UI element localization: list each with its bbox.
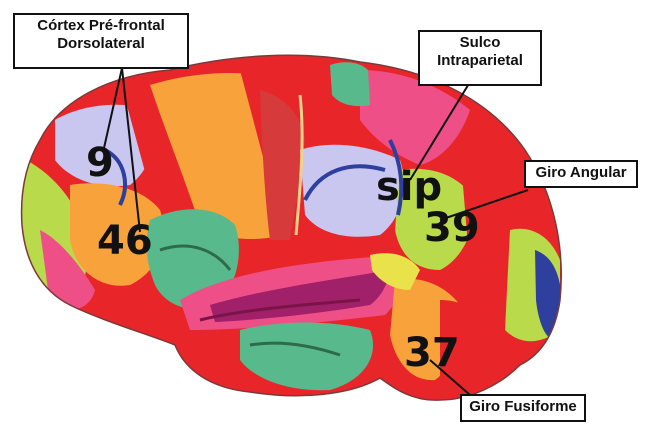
angular-label: Giro Angular (524, 160, 638, 188)
fusiform-label: Giro Fusiforme (460, 394, 586, 422)
ips-label: Sulco Intraparietal (418, 30, 542, 86)
dlpfc-label: Córtex Pré-frontal Dorsolateral (13, 13, 189, 69)
dlpfc-label-line1: Córtex Pré-frontal (21, 17, 181, 35)
sip-number: sip (376, 164, 442, 210)
area-37-number: 37 (404, 330, 460, 376)
fusiform-label-text: Giro Fusiforme (468, 398, 578, 416)
ips-label-line2: Intraparietal (426, 52, 534, 70)
ips-label-line1: Sulco (426, 34, 534, 52)
area-39-number: 39 (424, 205, 480, 251)
angular-label-text: Giro Angular (532, 164, 630, 182)
area-46-number: 46 (97, 218, 153, 264)
area-9-number: 9 (86, 140, 114, 186)
dlpfc-label-line2: Dorsolateral (21, 35, 181, 53)
